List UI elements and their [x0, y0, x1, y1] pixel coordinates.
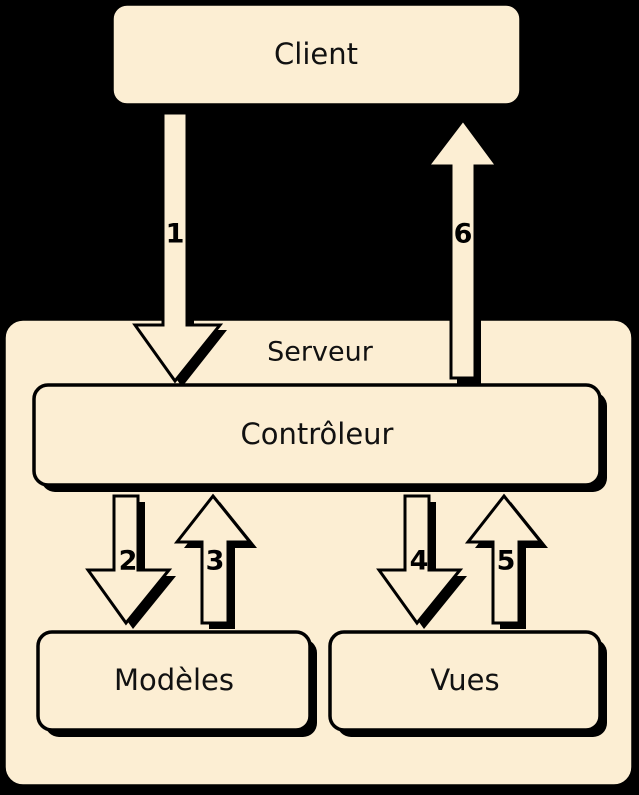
arrow-6: 6 — [424, 117, 503, 384]
modeles-box — [36, 630, 312, 732]
arrow-3: 3 — [173, 493, 257, 629]
controleur-box — [32, 383, 602, 487]
arrow-5-body — [464, 493, 545, 625]
node-controleur: Contrôleur — [32, 383, 607, 492]
arrow-3-body — [173, 493, 254, 625]
node-vues: Vues — [328, 630, 607, 737]
arrow-6-label: 6 — [454, 219, 473, 250]
client-box — [112, 4, 521, 105]
arrow-4-label: 4 — [410, 546, 429, 577]
vues-box — [328, 630, 602, 732]
arrow-1: 1 — [132, 111, 227, 387]
arrow-6-body — [424, 117, 500, 380]
arrow-2-body — [85, 494, 173, 626]
modeles-label: Modèles — [114, 663, 234, 697]
arrow-2: 2 — [85, 494, 176, 629]
arrow-1-body — [132, 111, 224, 384]
arrow-2-label: 2 — [119, 546, 138, 577]
node-modeles: Modèles — [36, 630, 317, 737]
serveur-label: Serveur — [267, 337, 374, 368]
arrow-4-body — [376, 494, 464, 626]
arrow-3-label: 3 — [206, 546, 225, 577]
node-client: Client — [112, 4, 527, 111]
arrow-5: 5 — [464, 493, 548, 629]
controleur-label: Contrôleur — [241, 417, 394, 451]
arrow-5-label: 5 — [497, 546, 516, 577]
client-label: Client — [274, 37, 358, 71]
arrow-4: 4 — [376, 494, 467, 629]
vues-label: Vues — [430, 663, 499, 697]
arrow-1-label: 1 — [166, 219, 185, 250]
